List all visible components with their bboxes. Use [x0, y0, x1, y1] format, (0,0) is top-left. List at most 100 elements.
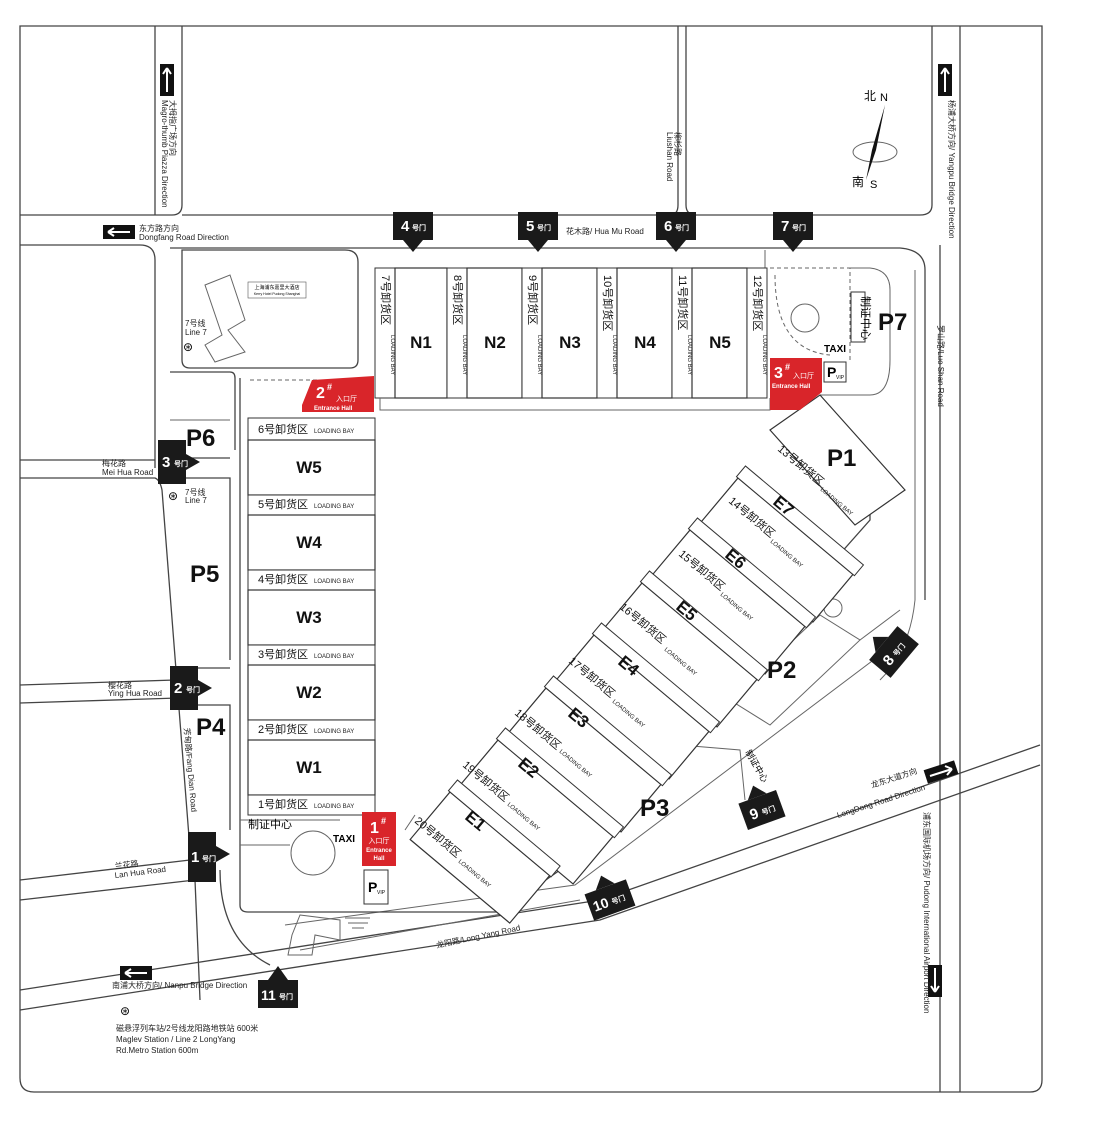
- line7-en-west: Line 7: [185, 496, 207, 505]
- road-luo-shan: 罗山路/Luo Shan Road: [936, 325, 946, 407]
- dongfang-en: Dongfang Road Direction: [139, 233, 229, 242]
- gate-3[interactable]: 3 号门: [158, 440, 200, 484]
- hotel-cn: 上海浦东嘉里大酒店: [254, 284, 299, 291]
- svg-text:6: 6: [664, 218, 672, 235]
- road-lan-hua-cn: 兰花路: [114, 858, 139, 871]
- loading-bay-en: LOADING BAY: [389, 335, 395, 375]
- svg-text:3: 3: [774, 365, 783, 382]
- loading-bay-7: 7号卸货区: [379, 275, 393, 325]
- parking-p4: P4: [196, 714, 226, 741]
- loading-bay-en: LOADING BAY: [314, 804, 354, 810]
- yangpu-direction: 杨浦大桥方向/ Yangpu Bridge Direction: [938, 64, 957, 239]
- hall-n1: N1: [410, 333, 432, 352]
- svg-text:11: 11: [261, 987, 276, 1003]
- svg-text:号门: 号门: [202, 854, 216, 863]
- hotel-building: [204, 274, 246, 363]
- entrance-hall-2[interactable]: 2 # 入口厅 Entrance Hall: [302, 376, 374, 412]
- loading-bay-en: LOADING BAY: [314, 579, 354, 585]
- line7-en-north: Line 7: [185, 328, 207, 337]
- compass-south-cn: 南: [852, 174, 864, 189]
- loading-bay-10: 10号卸货区: [601, 275, 615, 331]
- svg-text:号门: 号门: [412, 223, 426, 232]
- loading-bay-en: LOADING BAY: [314, 729, 354, 735]
- hall-w5: W5: [296, 458, 322, 477]
- metro-icon: ⊛: [168, 489, 178, 503]
- compass-north-cn: 北: [864, 89, 876, 103]
- entrance-hall-3[interactable]: 3 # 入口厅 Entrance Hall: [770, 358, 822, 410]
- gate-10[interactable]: 10 号门: [580, 868, 636, 921]
- road-liu-shan-cn: 柳杉路: [673, 132, 683, 156]
- hall-w2: W2: [296, 683, 322, 702]
- gate-6[interactable]: 6 号门: [656, 212, 696, 252]
- svg-text:P: P: [827, 364, 836, 380]
- hotel-en: Kerry Hotel Pudong Shanghai: [254, 292, 301, 296]
- gate-7[interactable]: 7 号门: [773, 212, 813, 252]
- gate-9[interactable]: 9 号门: [734, 779, 786, 830]
- svg-text:VIP: VIP: [836, 375, 845, 381]
- airport-direction: 浦东国际机场方向/ Pudong International Airport D…: [922, 812, 942, 1013]
- parking-p2: P2: [767, 657, 796, 684]
- svg-text:10: 10: [591, 894, 611, 914]
- road-ying-hua-en: Ying Hua Road: [108, 689, 162, 698]
- west-halls: W5 W4 W3 W2 W1 6号卸货区 5号卸货区 4号卸货区 3号卸货区 2…: [247, 417, 376, 816]
- east-halls: E7 E6 E5 E4 E3 E2 E1 13号卸货区 14号卸货区 15号卸货…: [404, 394, 906, 924]
- parking-p7: P7: [878, 309, 907, 336]
- gate-8[interactable]: 8 号门: [860, 618, 919, 678]
- road-liu-shan-en: Liushan Road: [665, 132, 674, 181]
- compass: 北 N 南 S: [852, 89, 898, 191]
- loading-bay-en: LOADING BAY: [314, 429, 354, 435]
- road-hua-mu: 花木路/ Hua Mu Road: [566, 226, 644, 236]
- svg-text:入口厅: 入口厅: [369, 837, 390, 845]
- svg-text:5: 5: [526, 218, 534, 235]
- svg-text:3: 3: [162, 454, 170, 471]
- svg-text:2: 2: [174, 680, 182, 697]
- road-mei-hua-cn: 梅花路: [102, 458, 126, 468]
- loading-bay-en: LOADING BAY: [461, 335, 467, 375]
- nanpu-direction: 南浦大桥方向/ Nanpu Bridge Direction: [112, 966, 247, 990]
- svg-text:4: 4: [401, 218, 410, 235]
- loading-bay-en: LOADING BAY: [686, 335, 692, 375]
- gate-11[interactable]: 11 号门: [258, 966, 298, 1008]
- gate-5[interactable]: 5 号门: [518, 212, 558, 252]
- loading-bay-en: LOADING BAY: [314, 504, 354, 510]
- svg-text:入口厅: 入口厅: [793, 372, 814, 380]
- svg-text:P: P: [368, 879, 377, 895]
- hall-n2: N2: [484, 333, 506, 352]
- gate-1[interactable]: 1 号门: [188, 832, 230, 882]
- yangpu-label: 杨浦大桥方向/ Yangpu Bridge Direction: [947, 100, 957, 239]
- loading-bay-6: 6号卸货区: [258, 422, 308, 436]
- vip-parking-south: P VIP: [363, 869, 389, 905]
- loading-bay-12: 12号卸货区: [751, 275, 765, 331]
- hall-w3: W3: [296, 608, 322, 627]
- metro-note-2: Maglev Station / Line 2 LongYang: [116, 1035, 236, 1044]
- svg-text:7: 7: [781, 218, 789, 235]
- compass-north-en: N: [880, 92, 888, 104]
- svg-text:Entrance: Entrance: [366, 848, 392, 854]
- hall-w1: W1: [296, 758, 322, 777]
- north-halls: N1 N2 N3 N4 N5 7号卸货区 8号卸货区 9号卸货区 10号卸货区 …: [374, 267, 771, 411]
- svg-text:Entrance Hall: Entrance Hall: [314, 406, 353, 412]
- entrance-hall-1[interactable]: 1 # 入口厅 Entrance Hall: [362, 812, 396, 866]
- line7-cn-north: 7号线: [185, 318, 205, 328]
- svg-text:号门: 号门: [174, 459, 188, 468]
- magrohumb-en: Magro-thumb Piazza Direction: [160, 100, 169, 208]
- gate-4[interactable]: 4 号门: [393, 212, 433, 252]
- metro-note-1: 磁悬浮列车站/2号线龙阳路地铁站 600米: [116, 1023, 258, 1033]
- airport-label: 浦东国际机场方向/ Pudong International Airport D…: [922, 812, 932, 1013]
- dongfang-cn: 东方路方向: [139, 223, 179, 233]
- road-longdong-en: LongDong Road Direction: [836, 783, 926, 820]
- loading-bay-en: LOADING BAY: [611, 335, 617, 375]
- hall-w4: W4: [296, 533, 322, 552]
- gate-2[interactable]: 2 号门: [170, 666, 212, 710]
- loading-bay-3: 3号卸货区: [258, 647, 308, 661]
- magrohumb-cn: 大拇指广场方向: [168, 100, 178, 156]
- svg-text:1: 1: [370, 820, 379, 837]
- svg-text:2: 2: [316, 385, 325, 402]
- hall-n4: N4: [634, 333, 656, 352]
- road-ying-hua-cn: 樱花路: [108, 680, 132, 690]
- svg-text:#: #: [785, 362, 790, 372]
- loading-bay-11: 11号卸货区: [676, 275, 690, 330]
- road-mei-hua-en: Mei Hua Road: [102, 468, 153, 477]
- loading-bay-en: LOADING BAY: [314, 654, 354, 660]
